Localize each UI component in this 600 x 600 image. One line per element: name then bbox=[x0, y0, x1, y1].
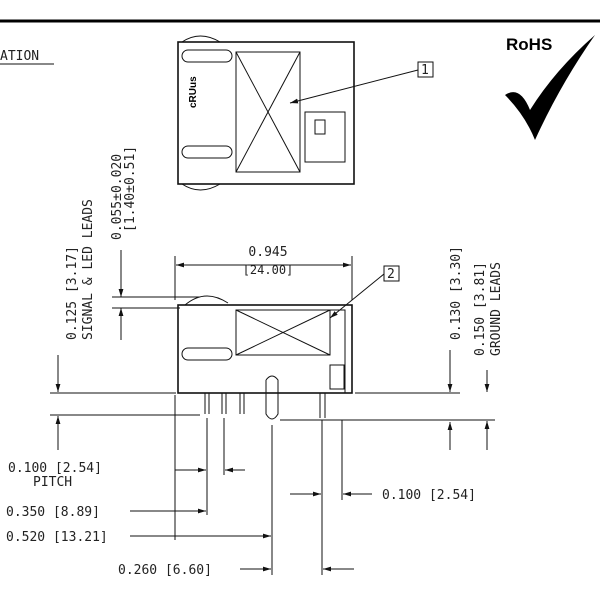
ground-leads-dim: 0.150 [3.81] bbox=[473, 262, 488, 356]
pitch-dim: 0.100 [2.54] bbox=[8, 461, 102, 476]
dim-520: 0.520 [13.21] bbox=[6, 530, 108, 545]
side-view bbox=[177, 295, 353, 420]
dim-350: 0.350 [8.89] bbox=[6, 505, 100, 520]
signal-leads-dim: 0.125 [3.17] bbox=[65, 246, 80, 340]
callout-2-leader bbox=[329, 273, 385, 319]
dim-100: 0.100 [2.54] bbox=[382, 488, 476, 503]
callout-1: 1 bbox=[421, 63, 429, 78]
width-metric: [24.00] bbox=[243, 263, 294, 277]
width-imperial: 0.945 bbox=[248, 245, 287, 260]
height-130-dim: 0.130 [3.30] bbox=[449, 246, 464, 340]
signal-leads-label: SIGNAL & LED LEADS bbox=[81, 199, 96, 340]
pitch-label: PITCH bbox=[33, 475, 72, 490]
rohs-label: RoHS bbox=[506, 35, 552, 54]
svg-text:cRUus: cRUus bbox=[188, 76, 199, 108]
top-view: cRUus bbox=[177, 35, 355, 191]
dim-260: 0.260 [6.60] bbox=[118, 563, 212, 578]
callout-2: 2 bbox=[387, 267, 395, 282]
callout-2-box bbox=[383, 265, 400, 282]
callout-1-box bbox=[417, 61, 434, 78]
callout-1-leader bbox=[289, 69, 419, 104]
ground-leads-label: GROUND LEADS bbox=[489, 262, 504, 356]
standoff-imperial: 0.055±0.020 bbox=[110, 154, 125, 240]
section-title: ATION bbox=[0, 49, 39, 64]
checkmark-icon bbox=[505, 35, 595, 140]
standoff-metric: [1.40±0.51] bbox=[123, 146, 138, 232]
